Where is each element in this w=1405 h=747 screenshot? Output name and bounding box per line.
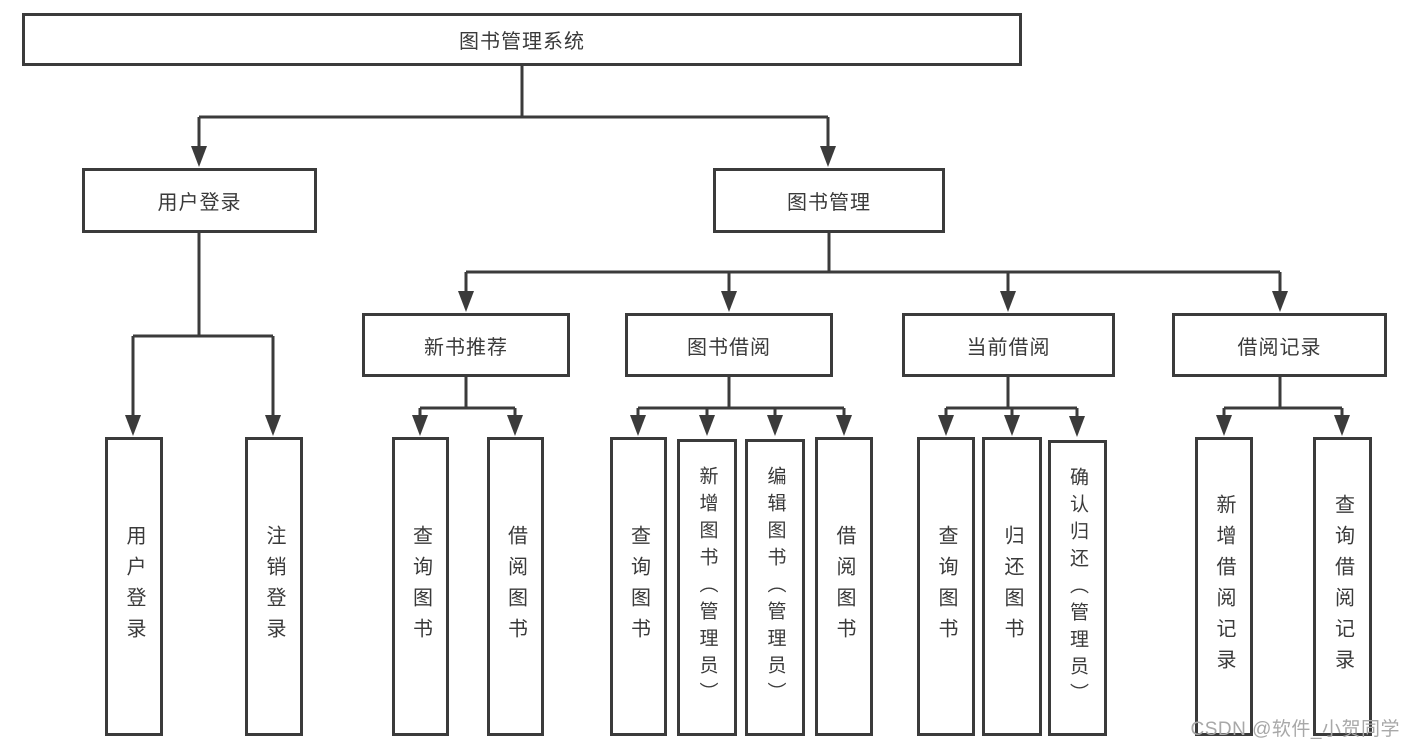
connector-current-borrow <box>944 377 1079 420</box>
leaf-query-books-3: 查询图书 <box>917 437 975 736</box>
leaf-borrow-books-1-label: 借阅图书 <box>504 524 527 649</box>
node-book-borrow-label: 图书借阅 <box>687 336 771 359</box>
connector-user-login <box>131 233 275 420</box>
arrow-icon <box>1216 415 1232 436</box>
leaf-query-borrow-record: 查询借阅记录 <box>1313 437 1372 736</box>
leaf-confirm-return-admin: 确认归还（管理员） <box>1048 440 1107 736</box>
leaf-add-borrow-record: 新增借阅记录 <box>1195 437 1253 736</box>
node-root-label: 图书管理系统 <box>459 31 585 53</box>
leaf-query-books-1: 查询图书 <box>392 437 449 736</box>
leaf-query-books-1-label: 查询图书 <box>409 524 432 649</box>
node-user-login-label: 用户登录 <box>157 192 242 214</box>
node-book-management-label: 图书管理 <box>787 192 871 214</box>
arrow-icon <box>412 415 428 436</box>
arrow-icon <box>1004 415 1020 436</box>
leaf-edit-book-admin: 编辑图书（管理员） <box>745 439 805 736</box>
leaf-borrow-books-2: 借阅图书 <box>815 437 873 736</box>
arrow-icon <box>265 415 281 436</box>
arrow-icon <box>1334 415 1350 436</box>
node-root: 图书管理系统 <box>22 13 1022 66</box>
node-new-book-recommend-label: 新书推荐 <box>424 336 508 359</box>
arrow-icon <box>507 415 523 436</box>
node-user-login: 用户登录 <box>82 168 317 233</box>
arrow-icon <box>630 415 646 436</box>
leaf-add-book-admin: 新增图书（管理员） <box>677 439 737 736</box>
leaf-confirm-return-admin-label: 确认归还（管理员） <box>1067 466 1088 710</box>
leaf-logout: 注销登录 <box>245 437 303 736</box>
arrow-icon <box>699 415 715 436</box>
leaf-user-login-label: 用户登录 <box>123 524 145 649</box>
arrow-icon <box>458 291 474 312</box>
arrow-icon <box>836 415 852 436</box>
connector-new-book <box>418 377 517 420</box>
node-current-borrow: 当前借阅 <box>902 313 1115 377</box>
leaf-query-books-2-label: 查询图书 <box>627 524 650 649</box>
connector-book-borrow <box>636 377 846 420</box>
arrow-icon <box>938 415 954 436</box>
leaf-return-book-label: 归还图书 <box>1001 524 1023 649</box>
arrow-icon <box>1069 416 1085 437</box>
leaf-add-book-admin-label: 新增图书（管理员） <box>696 466 718 709</box>
arrow-icon <box>125 415 141 436</box>
arrow-icon <box>1000 291 1016 312</box>
arrow-icon <box>767 415 783 436</box>
leaf-edit-book-admin-label: 编辑图书（管理员） <box>764 466 786 709</box>
node-book-management: 图书管理 <box>713 168 945 233</box>
leaf-logout-label: 注销登录 <box>263 524 285 649</box>
leaf-query-borrow-record-label: 查询借阅记录 <box>1331 493 1354 680</box>
node-book-borrow: 图书借阅 <box>625 313 833 377</box>
arrowheads <box>125 146 1350 437</box>
node-borrow-records: 借阅记录 <box>1172 313 1387 377</box>
leaf-add-borrow-record-label: 新增借阅记录 <box>1213 493 1235 680</box>
leaf-query-books-2: 查询图书 <box>610 437 667 736</box>
node-new-book-recommend: 新书推荐 <box>362 313 570 377</box>
node-current-borrow-label: 当前借阅 <box>966 336 1051 359</box>
arrow-icon <box>820 146 836 167</box>
leaf-query-books-3-label: 查询图书 <box>935 524 957 649</box>
arrow-icon <box>721 291 737 312</box>
leaf-user-login: 用户登录 <box>105 437 163 736</box>
connector-book-management <box>464 233 1282 296</box>
leaf-return-book: 归还图书 <box>982 437 1042 736</box>
leaf-borrow-books-1: 借阅图书 <box>487 437 544 736</box>
arrow-icon <box>191 146 207 167</box>
arrow-icon <box>1272 291 1288 312</box>
connector-borrow-records <box>1222 377 1344 420</box>
watermark: CSDN @软件_小贺同学 <box>1190 719 1400 740</box>
node-borrow-records-label: 借阅记录 <box>1237 336 1322 359</box>
leaf-borrow-books-2-label: 借阅图书 <box>833 524 855 649</box>
connector-root <box>197 66 830 150</box>
